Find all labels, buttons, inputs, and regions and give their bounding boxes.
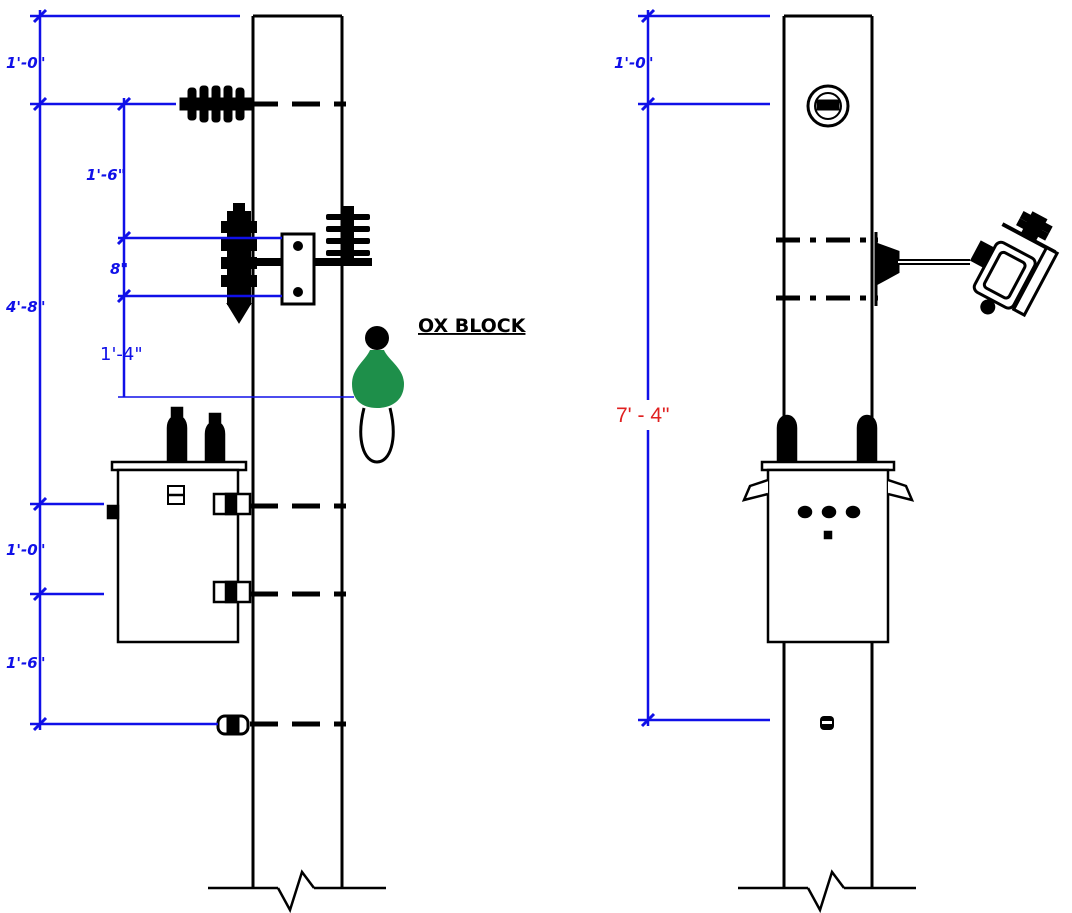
ox-block-label: OX BLOCK bbox=[418, 315, 527, 337]
left-dimension-ticks bbox=[32, 8, 132, 732]
right-dimension-ticks bbox=[640, 8, 656, 728]
left-view: OX BLOCK bbox=[5, 8, 527, 913]
dim-right-overall: 7' - 4" bbox=[616, 404, 669, 427]
ground-clamp bbox=[216, 714, 250, 736]
dim-top-spacing: 1'-0" bbox=[6, 54, 46, 72]
right-bolts bbox=[776, 237, 878, 301]
side-arrester bbox=[326, 206, 370, 264]
right-ground-break bbox=[738, 869, 916, 913]
right-ground-fitting bbox=[820, 716, 834, 730]
left-bolts bbox=[250, 101, 346, 727]
right-transformer bbox=[741, 414, 915, 644]
dim-arrester-spacing: 1'-6" bbox=[86, 166, 126, 184]
dim-bracket-spacing: 8" bbox=[110, 260, 128, 278]
right-view: 1'-0" 7' - 4" bbox=[612, 8, 1060, 913]
left-pole bbox=[251, 14, 344, 888]
ox-block bbox=[352, 326, 404, 464]
top-insulator bbox=[179, 85, 253, 123]
right-dimension-lines bbox=[638, 10, 770, 726]
left-ground-break bbox=[208, 869, 386, 913]
dim-tank-lower: 1'-6" bbox=[6, 654, 46, 672]
left-dimension-lines bbox=[30, 10, 354, 730]
left-transformer bbox=[106, 406, 252, 644]
left-dimension-labels: 1'-0" 1'-6" 8" 1'-4" 4'-8" 1'-0" 1'-6" bbox=[5, 54, 143, 672]
dim-ox-offset: 1'-4" bbox=[100, 344, 143, 365]
dim-right-top-spacing: 1'-0" bbox=[614, 54, 654, 72]
right-dimension-labels: 1'-0" 7' - 4" bbox=[612, 54, 688, 430]
right-cutout bbox=[969, 211, 1060, 318]
dim-overall: 4'-8" bbox=[5, 298, 46, 316]
pole-tag-icon bbox=[806, 84, 850, 128]
dim-tank-upper: 1'-0" bbox=[6, 541, 46, 559]
cutout-bracket bbox=[874, 232, 970, 306]
